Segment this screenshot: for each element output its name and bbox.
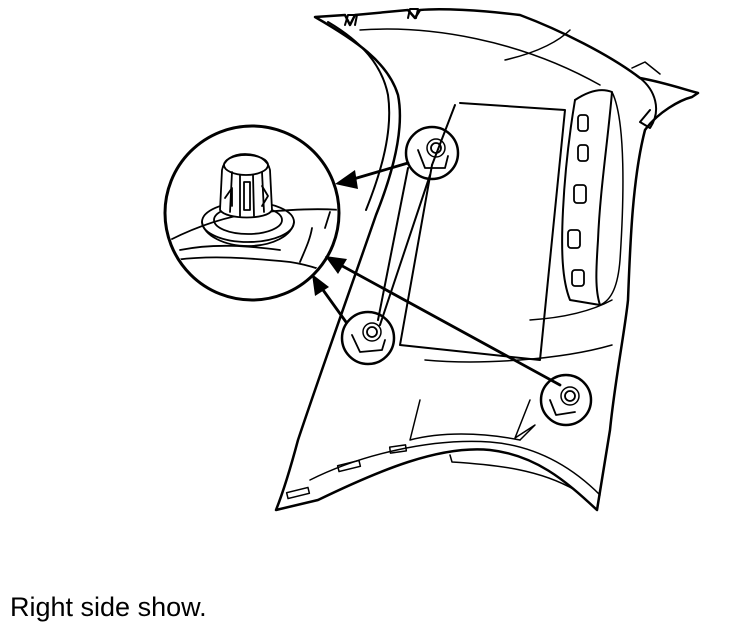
right-flange bbox=[639, 77, 658, 129]
clip-rib bbox=[252, 174, 255, 217]
clip-slot bbox=[243, 181, 251, 211]
rib-slot bbox=[571, 269, 585, 287]
bottom-slot bbox=[388, 444, 408, 454]
arrow-head bbox=[325, 256, 347, 274]
panel-lower-contour bbox=[514, 399, 536, 441]
clip-washer-side bbox=[201, 221, 295, 247]
panel-lower-contour bbox=[424, 344, 613, 363]
panel-lower-contour bbox=[529, 299, 613, 321]
arrow-heads bbox=[312, 170, 358, 296]
clip-location-middle bbox=[340, 310, 396, 366]
clip-shadow bbox=[261, 185, 269, 207]
right-rib-inner bbox=[599, 91, 624, 306]
right-flange bbox=[631, 61, 661, 75]
clip-location-lower bbox=[539, 373, 593, 427]
rib-slot bbox=[577, 114, 589, 132]
right-rib bbox=[561, 99, 601, 306]
center-pad bbox=[399, 102, 566, 361]
clip-connector bbox=[377, 167, 409, 321]
bottom-slot bbox=[285, 486, 311, 500]
arrow-head bbox=[312, 274, 329, 296]
figure-caption: Right side show. bbox=[10, 592, 207, 622]
rib-slot bbox=[577, 144, 589, 162]
rib-slots bbox=[567, 114, 589, 287]
leader-arrows bbox=[316, 161, 562, 387]
surface-line bbox=[179, 244, 281, 251]
clip-connector bbox=[379, 174, 431, 326]
arrow-line bbox=[333, 260, 562, 387]
center-pad-edge bbox=[431, 104, 456, 166]
clip-top bbox=[223, 154, 269, 176]
trim-panel bbox=[274, 7, 700, 512]
clip-location-upper bbox=[404, 125, 460, 181]
surface-line bbox=[299, 227, 313, 263]
right-rib bbox=[574, 89, 613, 306]
trim-panel-clip-diagram bbox=[163, 7, 700, 512]
surface-line bbox=[324, 211, 331, 229]
rib-slot bbox=[573, 184, 587, 204]
panel-inner-lip bbox=[327, 21, 391, 211]
magnifier-circle bbox=[163, 124, 341, 302]
panel-top-contour bbox=[504, 29, 571, 61]
top-tab bbox=[407, 8, 419, 19]
panel-lower-contour bbox=[449, 454, 576, 491]
panel-lower-contour bbox=[409, 399, 521, 441]
panel-outline bbox=[274, 7, 700, 512]
clip-rib bbox=[261, 171, 265, 213]
arrow-line bbox=[348, 161, 410, 182]
clip-rib bbox=[229, 171, 233, 213]
clip-shadow bbox=[224, 187, 233, 207]
arrow-head bbox=[335, 170, 358, 189]
rib-slot bbox=[567, 229, 581, 249]
top-tab bbox=[344, 14, 358, 26]
clip-locations bbox=[340, 125, 593, 427]
bottom-slot bbox=[336, 459, 362, 473]
magnified-clip bbox=[163, 124, 341, 302]
panel-top-contour bbox=[359, 28, 601, 86]
